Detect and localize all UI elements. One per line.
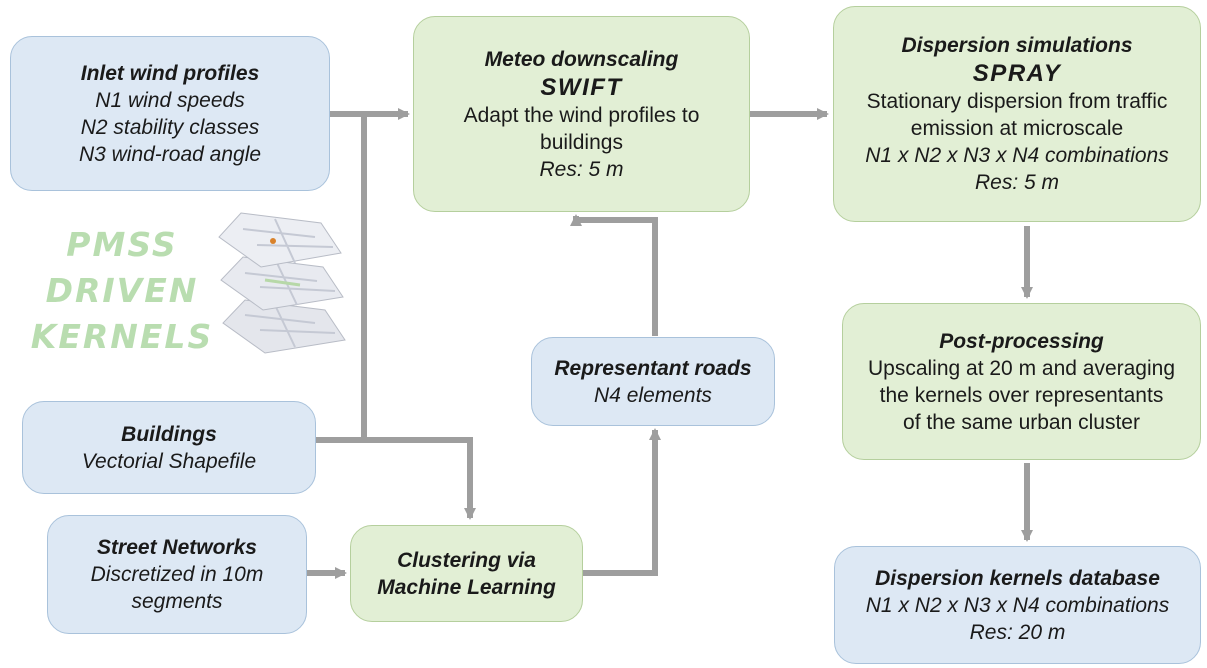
clustering-title-2: Machine Learning	[377, 575, 556, 599]
inlet-line-2: N2 stability classes	[80, 115, 260, 139]
clustering-title-1: Clustering via	[397, 548, 536, 572]
meteo-downscaling-box: Meteo downscaling SWIFT Adapt the wind p…	[413, 16, 750, 212]
line-representant-up	[573, 217, 658, 336]
clustering-box: Clustering via Machine Learning	[350, 525, 583, 622]
arrow-clustering-to-representant	[583, 428, 661, 576]
database-combos: N1 x N2 x N3 x N4 combinations	[865, 593, 1170, 617]
buildings-box: Buildings Vectorial Shapefile	[22, 401, 316, 494]
postproc-line-2: the kernels over representants	[879, 383, 1164, 407]
postproc-line-1: Upscaling at 20 m and averaging	[867, 356, 1176, 380]
pmss-driven-kernels-label: PMSS DRIVEN KERNELS	[22, 222, 222, 360]
arrow-buildings-to-clustering	[364, 437, 476, 520]
post-processing-box: Post-processing Upscaling at 20 m and av…	[842, 303, 1201, 460]
inlet-title: Inlet wind profiles	[80, 61, 260, 85]
meteo-title: Meteo downscaling	[484, 47, 679, 71]
map-layer-middle	[220, 256, 344, 311]
meteo-line-1: Adapt the wind profiles to	[463, 103, 700, 127]
dispersion-title: Dispersion simulations	[901, 34, 1133, 57]
database-res: Res: 20 m	[969, 620, 1066, 644]
pmss-word-1: PMSS	[66, 225, 178, 264]
database-title: Dispersion kernels database	[875, 566, 1160, 590]
pmss-word-3: KERNELS	[30, 317, 214, 356]
postproc-title: Post-processing	[939, 329, 1104, 353]
dispersion-line-2: emission at microscale	[910, 117, 1124, 140]
street-title: Street Networks	[97, 536, 257, 559]
buildings-sub: Vectorial Shapefile	[81, 449, 257, 473]
dispersion-model: SPRAY	[972, 60, 1062, 87]
pmss-word-2: DRIVEN	[45, 271, 199, 310]
postproc-line-3: of the same urban cluster	[903, 410, 1140, 434]
dispersion-res: Res: 5 m	[974, 171, 1060, 194]
dispersion-kernels-database-box: Dispersion kernels database N1 x N2 x N3…	[834, 546, 1201, 664]
meteo-line-2: buildings	[540, 130, 623, 154]
stacked-map-layers-image	[218, 212, 346, 354]
representant-roads-box: Representant roads N4 elements	[531, 337, 775, 426]
map-layer-top	[218, 212, 342, 268]
meteo-res: Res: 5 m	[539, 157, 624, 181]
map-layer-bottom	[222, 299, 346, 354]
inlet-wind-profiles-box: Inlet wind profiles N1 wind speeds N2 st…	[10, 36, 330, 191]
dispersion-simulations-box: Dispersion simulations SPRAY Stationary …	[833, 6, 1201, 222]
inlet-line-1: N1 wind speeds	[95, 88, 245, 112]
street-networks-box: Street Networks Discretized in 10m segme…	[47, 515, 307, 634]
dispersion-combos: N1 x N2 x N3 x N4 combinations	[865, 144, 1169, 167]
meteo-model: SWIFT	[540, 73, 623, 101]
representant-title: Representant roads	[554, 356, 752, 380]
inlet-line-3: N3 wind-road angle	[78, 142, 262, 166]
dispersion-line-1: Stationary dispersion from traffic	[866, 90, 1168, 113]
street-line-2: segments	[131, 590, 223, 613]
representant-sub: N4 elements	[594, 383, 712, 407]
buildings-title: Buildings	[121, 422, 217, 446]
street-line-1: Discretized in 10m	[90, 563, 264, 586]
